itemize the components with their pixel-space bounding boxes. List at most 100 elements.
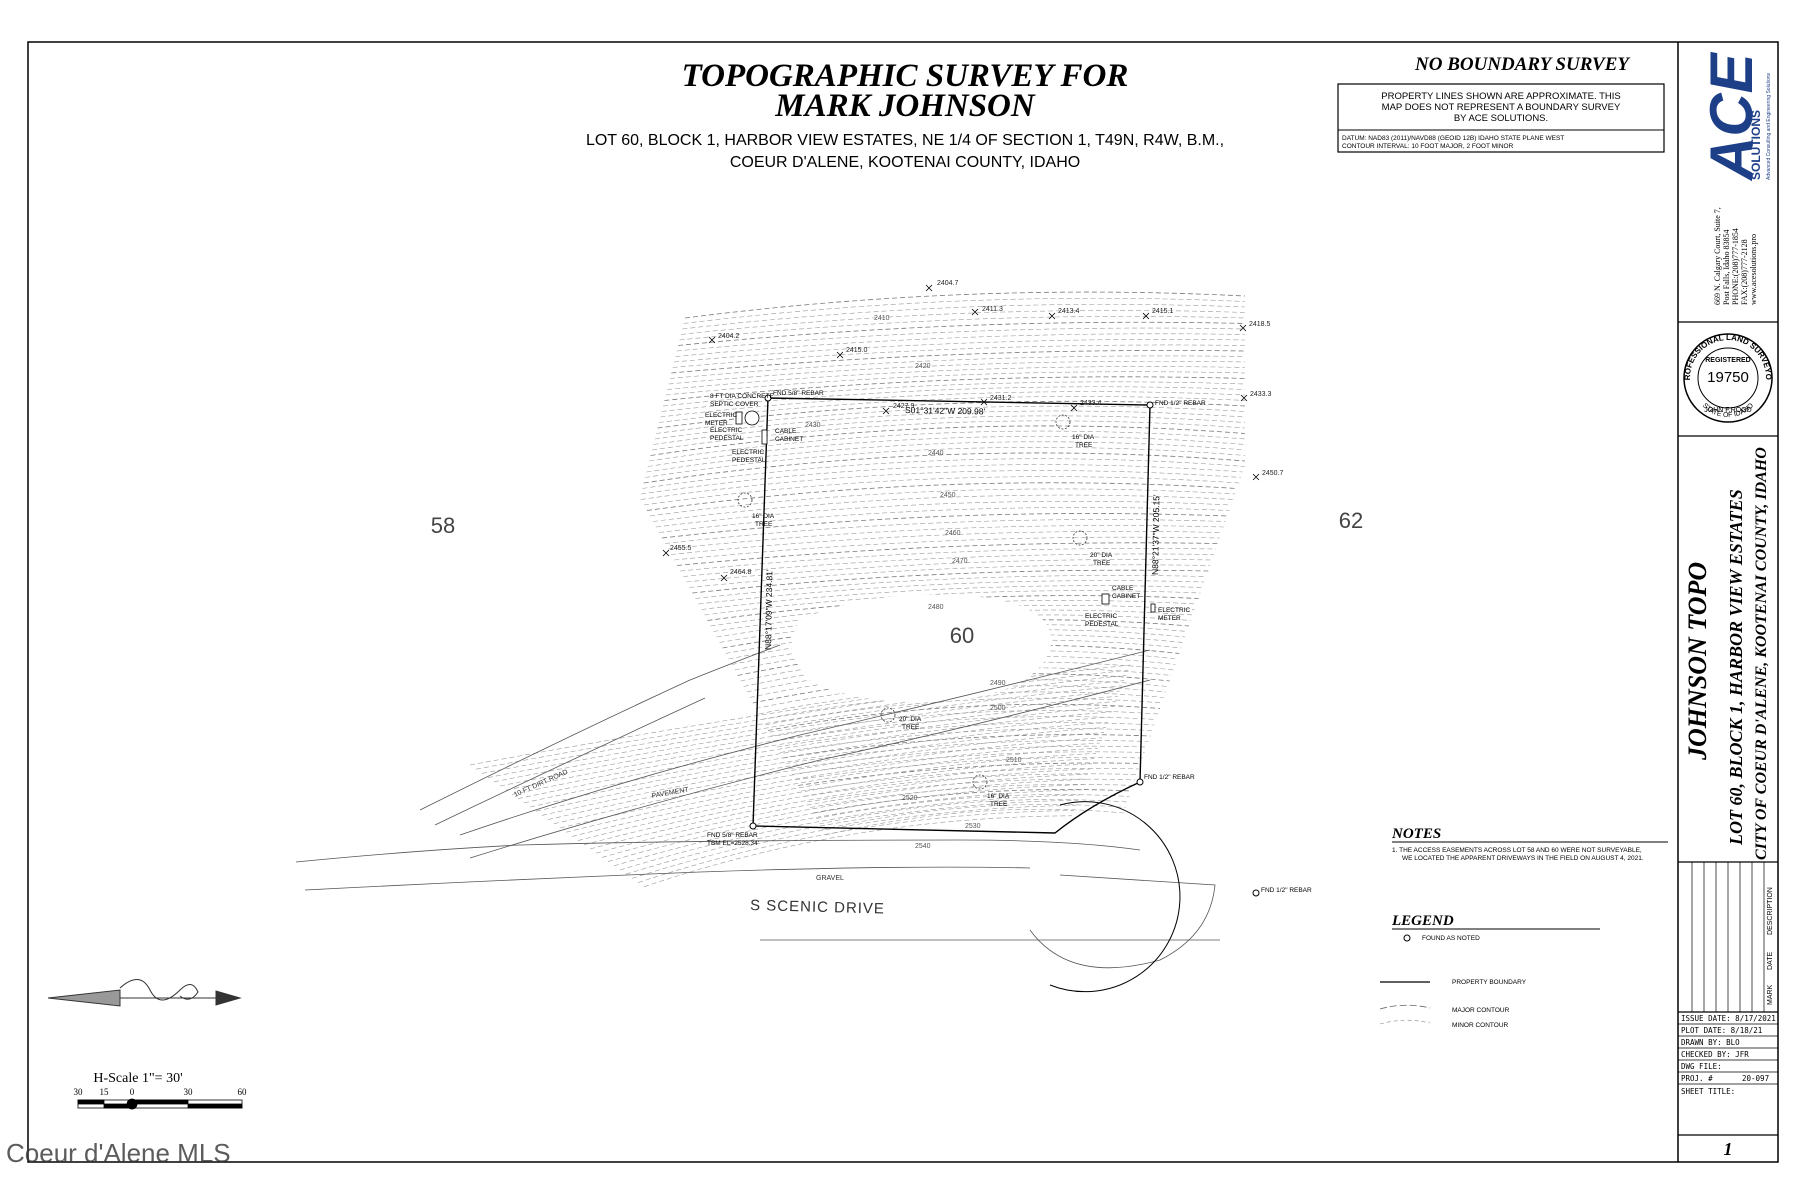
legend-found: FOUND AS NOTED [1422, 935, 1480, 942]
notes-line-2: WE LOCATED THE APPARENT DRIVEWAYS IN THE… [1402, 855, 1644, 862]
scale-tick-15: 15 [100, 1087, 110, 1097]
fnd-cul-label: FND 1/2" REBAR [1261, 887, 1312, 894]
contour-line [807, 778, 1136, 803]
sheet-title-label: SHEET TITLE: [1681, 1087, 1735, 1096]
contour-line [684, 291, 1246, 319]
spot-marker [720, 574, 728, 582]
spot-elevation-labels: 2404.7 2411.3 2413.4 2415.1 2418.5 2404.… [670, 280, 1284, 576]
tree-5-label-b: TREE [990, 801, 1008, 808]
contour-line [661, 513, 1228, 539]
no-boundary-text-3: BY ACE SOLUTIONS. [1454, 113, 1548, 124]
revision-mark: MARK [1767, 984, 1774, 1005]
legend-minor: MINOR CONTOUR [1452, 1022, 1509, 1029]
contour-label: 2500 [990, 705, 1006, 712]
revision-table [1691, 862, 1765, 1012]
contour-line [559, 742, 1101, 829]
contour-line [613, 789, 1083, 867]
ace-logo-sub: SOLUTIONS [1749, 110, 1763, 180]
legend-heading: LEGEND [1391, 913, 1454, 929]
contour-line [680, 310, 1246, 335]
company-fax: FAX:(208)777-2128 [1740, 239, 1749, 305]
spot-marker [708, 336, 716, 344]
contour-line [619, 794, 1081, 871]
tree-1-label-b: TREE [755, 521, 773, 528]
contour-line [683, 553, 1215, 577]
contour-label: 2450 [940, 492, 956, 499]
contour-line [652, 494, 1234, 522]
bearing-right: N88°21'37"W 205.15' [1150, 494, 1161, 575]
proj-label: PROJ. # [1681, 1074, 1713, 1083]
contour-line [677, 542, 1218, 566]
contour-line [654, 410, 1246, 440]
spot-label: 2433.3 [1250, 391, 1272, 398]
company-tagline: Advanced Consulting and Engineering Solu… [1766, 72, 1772, 180]
spot-label: 2433.4 [1080, 400, 1102, 407]
scale-label: H-Scale 1"= 30' [93, 1071, 182, 1086]
notes-heading: NOTES [1391, 826, 1441, 842]
spot-marker [971, 308, 979, 316]
contour-line [646, 441, 1246, 473]
contour-line [675, 333, 1246, 357]
spot-marker [1239, 324, 1247, 332]
contour-line [682, 304, 1246, 330]
utility-symbols [735, 410, 1156, 613]
contour-line [547, 732, 1105, 820]
tree-1-label-a: 16" DIA [752, 513, 775, 520]
scale-tick-30b: 30 [184, 1087, 194, 1097]
cable-label-3: CABLE [1112, 585, 1134, 592]
drawn-by: DRAWN BY: BLO [1681, 1038, 1740, 1047]
gravel-label: GRAVEL [816, 875, 844, 882]
contour-line [565, 747, 1099, 833]
contour-line [529, 716, 1111, 808]
roads [295, 644, 1220, 969]
emeter-label-1: ELECTRIC [705, 412, 737, 419]
contour-line [637, 810, 1075, 883]
tree-2-label-b: TREE [1075, 442, 1093, 449]
contour-label: 2530 [965, 823, 981, 830]
fnd-sw-label-1: FND 5/8" REBAR [707, 832, 758, 839]
project-name: JOHNSON TOPO [1683, 562, 1712, 761]
seal-registered: REGISTERED [1705, 357, 1751, 364]
contour-line [660, 391, 1246, 418]
ace-logo: ACE [1698, 51, 1765, 182]
spot-marker [980, 398, 988, 406]
contour-label: 2430 [805, 422, 821, 429]
spot-label: 2431.2 [990, 395, 1012, 402]
spot-label: 2404.7 [937, 280, 959, 287]
contour-line [595, 773, 1089, 854]
north-arrow-icon [47, 979, 242, 1007]
no-boundary-text-2: MAP DOES NOT REPRESENT A BOUNDARY SURVEY [1382, 102, 1621, 113]
title-line-2: MARK JOHNSON [774, 88, 1036, 124]
contour-line [701, 585, 1203, 610]
contour-line [773, 716, 1157, 742]
building-pad [792, 594, 1052, 703]
contour-label: 2490 [990, 680, 1006, 687]
cable-label-2: CABINET [775, 436, 803, 443]
scale-tick-30: 30 [74, 1087, 84, 1097]
cable-label-4: CABINET [1112, 593, 1140, 600]
spot-marker [1070, 404, 1078, 412]
spot-label: 2415.0 [846, 347, 868, 354]
plot-date: PLOT DATE: 8/18/21 [1681, 1026, 1762, 1035]
contour-line [816, 794, 1130, 819]
issue-date: ISSUE DATE: 8/17/2021 [1681, 1014, 1776, 1023]
road-label: S SCENIC DRIVE [750, 897, 885, 918]
lot-62-label: 62 [1339, 508, 1363, 533]
contour-label: 2540 [915, 843, 931, 850]
contour-line [517, 706, 1115, 799]
emeter-label-3: ELECTRIC [1158, 607, 1190, 614]
contour-label: 2480 [928, 604, 944, 611]
contour-line [776, 722, 1155, 748]
datum-text-1: DATUM: NAD83 (2011)/NAVD88 (GEOID 12B) I… [1342, 135, 1564, 142]
contour-line [669, 355, 1246, 379]
spot-marker [1048, 312, 1056, 320]
contour-line [674, 536, 1220, 561]
contour-label: 2510 [1006, 757, 1022, 764]
contour-line [671, 531, 1222, 555]
fnd-sw-label-2: TBM EL=2528.34' [707, 840, 759, 847]
contour-line [649, 430, 1246, 462]
eped-label-5: ELECTRIC [1085, 613, 1117, 620]
eped-label-6: PEDESTAL [1085, 621, 1119, 628]
contour-line [822, 804, 1126, 830]
